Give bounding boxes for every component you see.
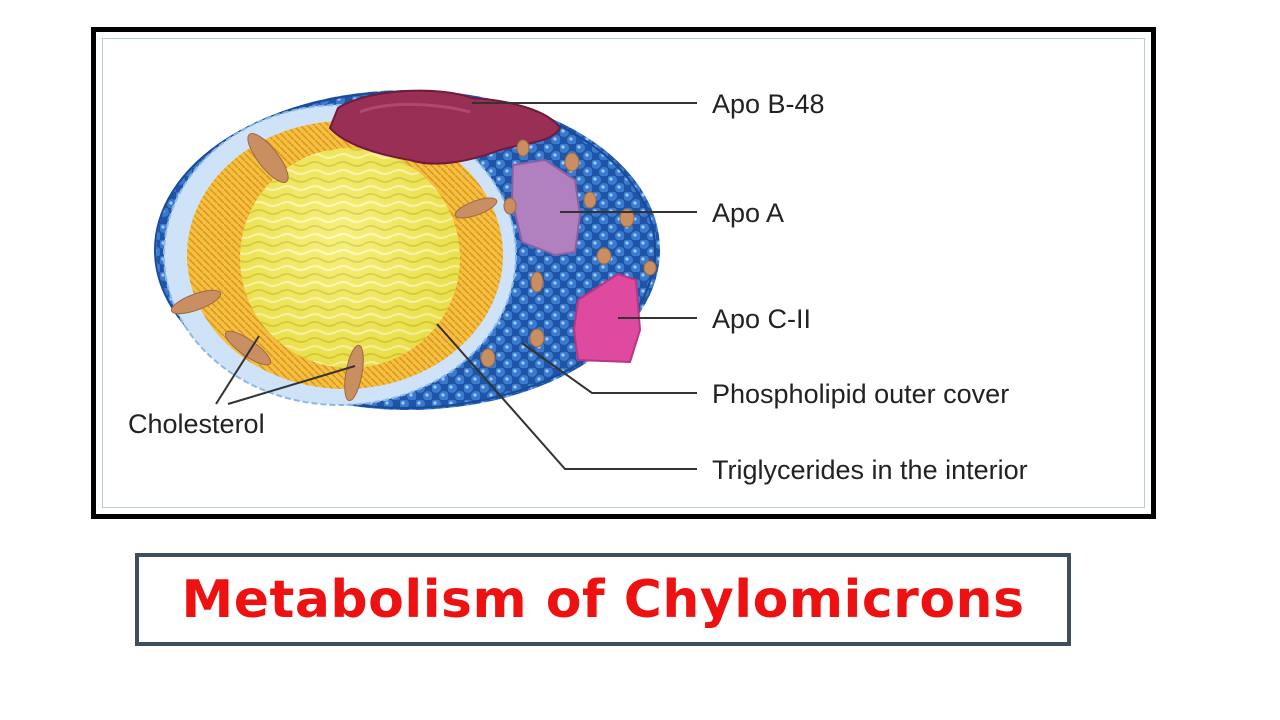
label-cholesterol: Cholesterol [128,409,265,439]
title-banner: Metabolism of Chylomicrons [135,553,1071,646]
label-apo-a: Apo A [712,198,784,228]
apo-c2-protein [572,272,642,364]
chylomicron-diagram: Apo B-48 Apo A Apo C-II Phospholipid out… [128,89,1028,485]
page-title: Metabolism of Chylomicrons [181,569,1025,630]
triglyceride-core [240,148,460,368]
leader-lines [215,102,697,470]
diagram-inner-border [102,38,1145,508]
label-apo-b48: Apo B-48 [712,89,825,119]
apo-a-protein [510,158,582,257]
label-apo-c2: Apo C-II [712,304,811,334]
apo-b48-protein [328,89,562,165]
label-triglycerides: Triglycerides in the interior [712,455,1028,485]
label-phospholipid-outer-cover: Phospholipid outer cover [712,379,1009,409]
cholesterol-molecules [170,133,657,402]
diagram-frame: Apo B-48 Apo A Apo C-II Phospholipid out… [91,27,1156,519]
